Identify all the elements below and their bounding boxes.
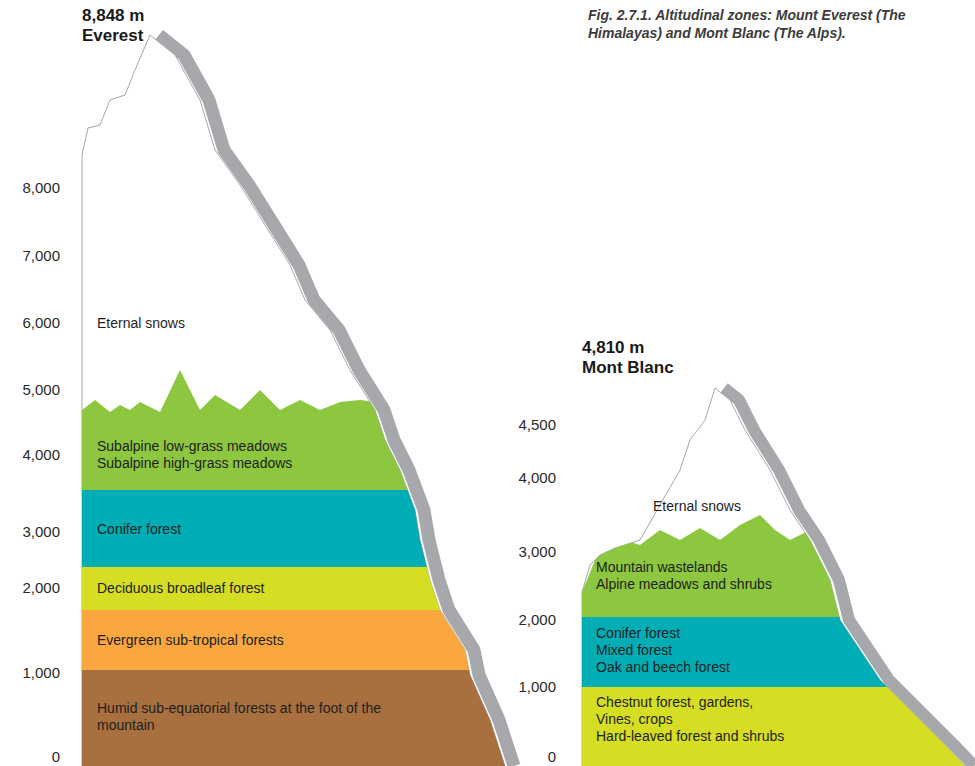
- meadow-zone: Mountain wastelandsAlpine meadows and sh…: [593, 557, 775, 595]
- broadleaf-band: [60, 567, 540, 611]
- chestnut-band: [575, 687, 975, 766]
- zone-name: Eternal snows: [653, 498, 741, 515]
- conifer-zone: Conifer forest: [94, 519, 184, 540]
- zone-name: Hard-leaved forest and shrubs: [596, 728, 786, 745]
- altitude-tick: 4,000: [498, 469, 556, 487]
- zone-name: Oak and beech forest: [596, 659, 730, 676]
- zone-name: Conifer forest: [97, 521, 181, 538]
- mountain-heading: 4,810 m: [582, 338, 782, 358]
- meadow-band: [582, 515, 880, 618]
- zone-name: Mountain wastelands: [596, 559, 772, 576]
- altitude-tick: 0: [498, 748, 556, 766]
- altitude-tick: 1,000: [498, 678, 556, 696]
- figure-caption: Fig. 2.7.1. Altitudinal zones: Mount Eve…: [588, 6, 968, 42]
- zone-name: Evergreen sub-tropical forests: [97, 632, 284, 649]
- snow-zone-label: Eternal snows: [650, 496, 744, 517]
- zone-name: Mixed forest: [596, 642, 730, 659]
- broadleaf-zone: Deciduous broadleaf forest: [94, 578, 267, 599]
- altitude-tick: 4,000: [4, 446, 60, 464]
- chestnut-zone: Chestnut forest, gardens, Vines, cropsHa…: [593, 692, 789, 747]
- zone-name: Humid sub-equatorial forests at the foot…: [97, 700, 401, 734]
- mountain-heading: Everest: [82, 26, 282, 46]
- zone-name: Deciduous broadleaf forest: [97, 580, 264, 597]
- altitude-tick: 5,000: [4, 381, 60, 399]
- snow-zone-label: Eternal snows: [94, 313, 188, 334]
- altitude-tick: 8,000: [4, 179, 60, 197]
- zone-name: Alpine meadows and shrubs: [596, 576, 772, 593]
- zone-name: Chestnut forest, gardens, Vines, crops: [596, 694, 786, 728]
- altitude-tick: 3,000: [4, 523, 60, 541]
- zone-name: Subalpine low-grass meadows: [97, 438, 292, 455]
- equatorial-band: [60, 670, 540, 766]
- altitude-tick: 1,000: [4, 664, 60, 682]
- conifer-band: [60, 490, 540, 568]
- altitude-tick: 3,000: [498, 543, 556, 561]
- meadow-band: [82, 370, 520, 492]
- altitude-tick: 0: [4, 748, 60, 766]
- subtropical-zone: Evergreen sub-tropical forests: [94, 630, 287, 651]
- zone-name: Eternal snows: [97, 315, 185, 332]
- altitude-tick: 2,000: [498, 611, 556, 629]
- mountain-heading: Mont Blanc: [582, 358, 782, 378]
- altitude-tick: 2,000: [4, 579, 60, 597]
- zone-name: Subalpine high-grass meadows: [97, 455, 292, 472]
- meadow-zone: Subalpine low-grass meadowsSubalpine hig…: [94, 436, 295, 474]
- zone-name: Conifer forest: [596, 625, 730, 642]
- forest-band: [575, 617, 975, 688]
- mountain-heading: 8,848 m: [82, 6, 282, 26]
- altitude-tick: 6,000: [4, 314, 60, 332]
- altitude-tick: 7,000: [4, 247, 60, 265]
- altitude-tick: 4,500: [498, 416, 556, 434]
- equatorial-zone: Humid sub-equatorial forests at the foot…: [94, 698, 404, 736]
- subtropical-band: [60, 610, 540, 671]
- forest-zone: Conifer forestMixed forestOak and beech …: [593, 623, 733, 678]
